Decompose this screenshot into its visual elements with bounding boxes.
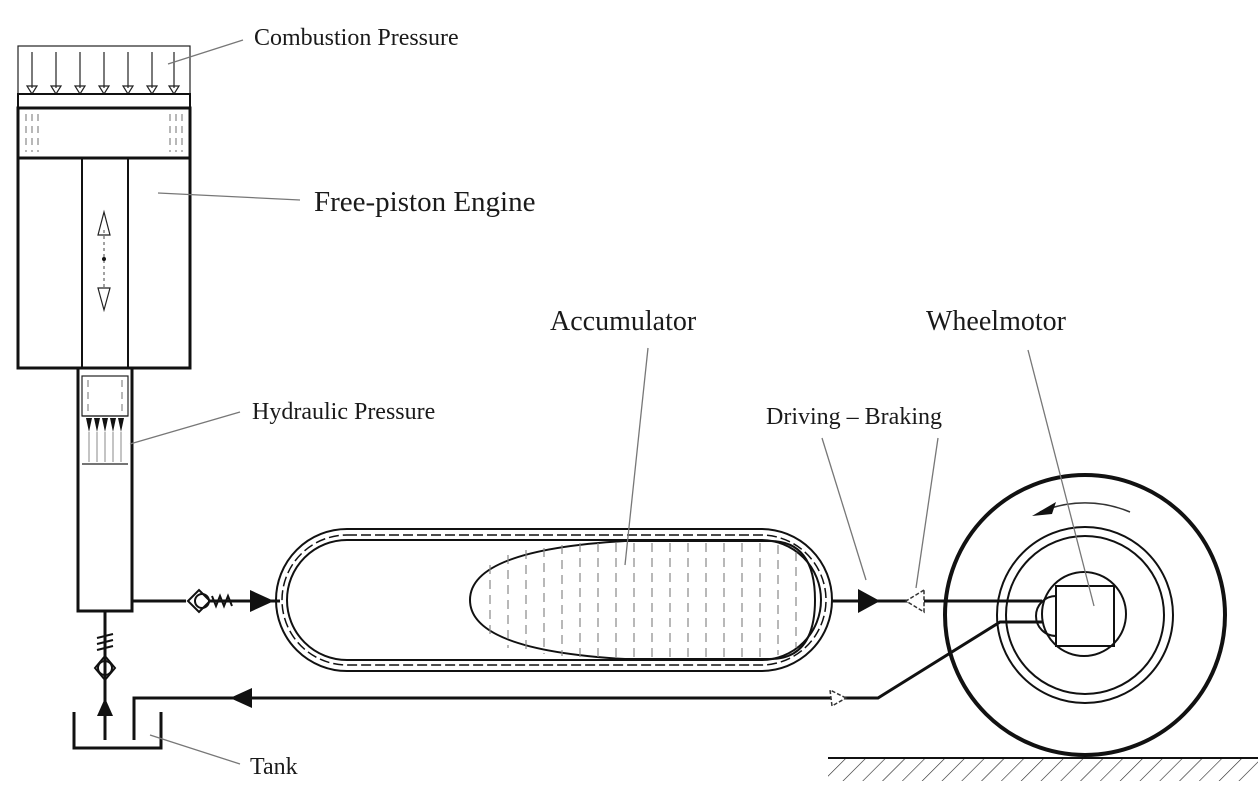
hydraulic-pressure-arrows xyxy=(86,418,124,462)
label-free-piston-engine: Free-piston Engine xyxy=(314,186,535,218)
braking-arrow-icon xyxy=(904,588,925,614)
return-line xyxy=(132,620,1042,740)
wheel xyxy=(943,473,1227,757)
return-arrow-icon xyxy=(230,688,252,708)
tank xyxy=(72,712,163,750)
free-piston-engine xyxy=(16,93,192,370)
supply-line xyxy=(832,588,1042,614)
return-braking-arrow-icon xyxy=(829,688,848,708)
pressure-line xyxy=(132,588,280,614)
label-tank: Tank xyxy=(250,754,298,780)
combustion-chamber xyxy=(17,45,191,96)
label-accumulator: Accumulator xyxy=(550,306,697,337)
combustion-pressure-arrows xyxy=(25,52,181,96)
label-hydraulic-pressure: Hydraulic Pressure xyxy=(252,399,435,425)
hydraulic-pump-chamber xyxy=(76,366,134,613)
check-valve-inlet xyxy=(93,633,117,682)
ground xyxy=(828,757,1258,781)
double-arrow-icon xyxy=(97,209,111,313)
inlet-arrow-icon xyxy=(97,698,113,716)
wheel-motor xyxy=(1035,571,1127,657)
inlet-line xyxy=(93,611,117,740)
accumulator xyxy=(275,528,833,672)
label-wheelmotor: Wheelmotor xyxy=(926,306,1067,337)
rotation-arrow-icon xyxy=(1032,502,1056,516)
driving-arrow-icon xyxy=(858,589,880,613)
leader-lines xyxy=(129,39,1095,765)
oil-region xyxy=(468,540,817,660)
label-combustion-pressure: Combustion Pressure xyxy=(254,25,459,51)
label-driving-braking: Driving – Braking xyxy=(766,404,942,430)
flow-arrow-icon xyxy=(250,590,274,612)
piston-ring-marks xyxy=(25,114,183,152)
